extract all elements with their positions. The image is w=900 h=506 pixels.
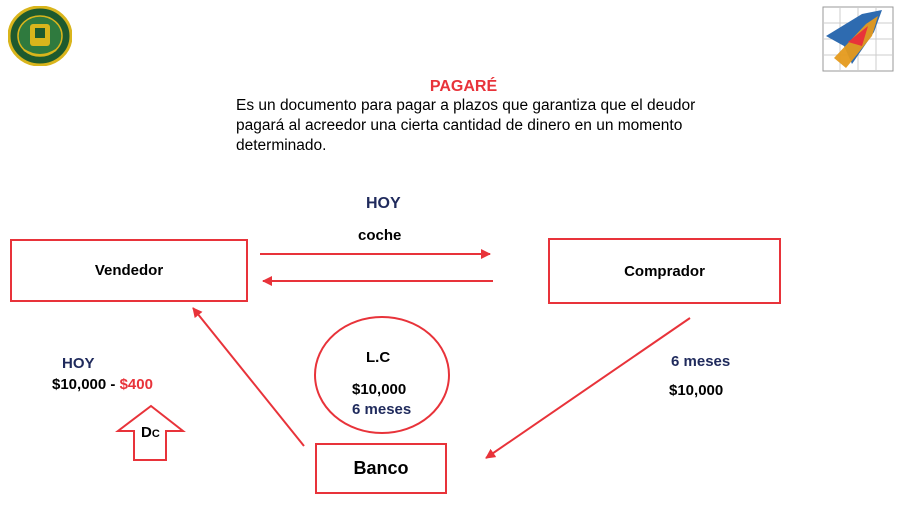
discount-arrow-label: DC	[141, 424, 160, 441]
left-when: HOY	[62, 355, 95, 372]
arrow-buyer-to-bank	[485, 317, 691, 459]
left-discount: $400	[119, 376, 153, 393]
page-title: PAGARÉ	[429, 78, 498, 95]
bank-box: Banco	[315, 443, 447, 494]
left-amount-line: $10,000 - $400	[52, 376, 153, 393]
bank-label: Banco	[353, 458, 409, 478]
circle-label: L.C	[366, 349, 391, 366]
buyer-label: Comprador	[624, 262, 705, 280]
circle-amount: $10,000	[352, 381, 407, 398]
definition-text: Es un documento para pagar a plazos que …	[236, 97, 696, 154]
left-amount: $10,000 -	[52, 376, 120, 393]
top-item-label: coche	[358, 227, 402, 244]
university-seal-icon	[7, 5, 73, 67]
circle-term: 6 meses	[352, 401, 412, 418]
top-when-label: HOY	[366, 195, 401, 212]
letter-of-credit-circle	[314, 316, 450, 434]
buyer-box: Comprador	[548, 238, 781, 304]
seller-box: Vendedor	[10, 239, 248, 302]
arrow-bank-to-seller	[192, 307, 305, 447]
right-amount: $10,000	[669, 382, 724, 399]
upward-arrow-grid-logo-icon	[822, 6, 894, 72]
discount-label-sub: C	[151, 428, 160, 440]
discount-up-arrow	[115, 404, 186, 461]
seller-label: Vendedor	[94, 262, 164, 279]
right-term: 6 meses	[671, 353, 731, 370]
discount-label-main: D	[141, 424, 152, 441]
